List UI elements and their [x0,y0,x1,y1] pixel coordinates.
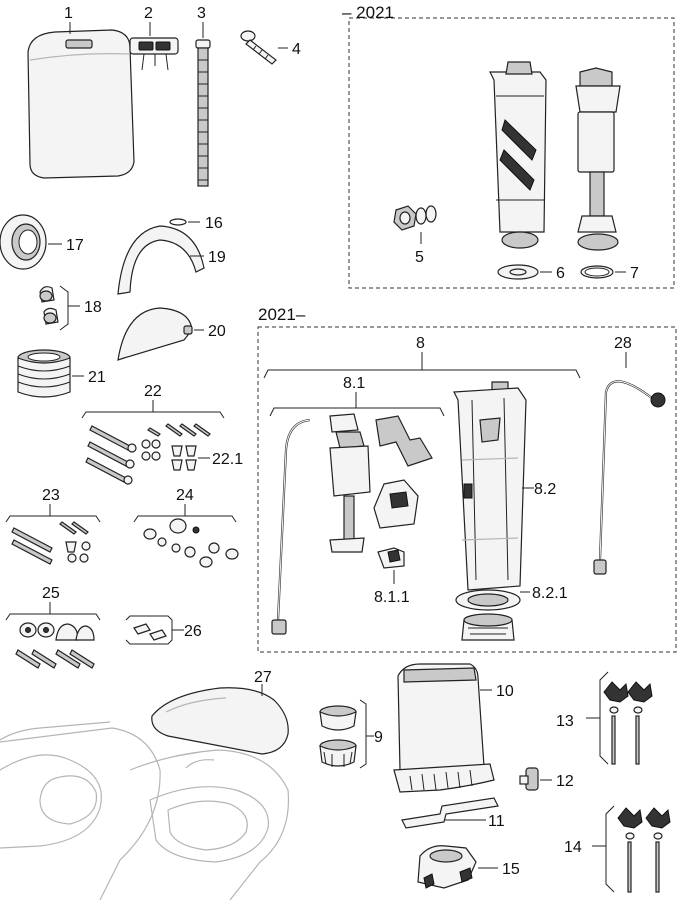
part-21-bellows-seal[interactable] [17,349,71,398]
label-8-1-1: 8.1.1 [374,589,410,606]
part-8-1-1-float-part[interactable] [377,547,405,569]
part-6-flat-seal[interactable] [497,264,539,280]
part-14-fixing-set[interactable] [617,807,671,893]
part-8-1-fill-hose[interactable] [271,418,311,635]
part-8-2-1-valve-base[interactable] [455,589,521,641]
part-7-o-ring[interactable] [580,265,614,279]
part-18-plugs[interactable] [39,286,59,325]
label-24: 24 [176,487,194,504]
part-12-angle-valve[interactable] [519,767,539,791]
label-22-1: 22.1 [212,451,243,468]
label-16: 16 [205,215,223,232]
part-24-fixing-set[interactable] [143,518,239,568]
part-old-flush-valve[interactable] [489,61,547,249]
part-1-cistern[interactable] [27,29,135,179]
label-25: 25 [42,585,60,602]
section-box-pre-2021 [348,17,675,289]
label-8-1: 8.1 [343,375,365,392]
label-12: 12 [556,773,574,790]
part-26-spacers[interactable] [133,623,167,641]
label-18: 18 [84,299,102,316]
part-15-valve-base[interactable] [417,845,477,889]
section-box-post-2021 [257,326,677,653]
part-5-nut-washers[interactable] [393,205,437,231]
part-10-inner-cistern[interactable] [393,663,495,793]
part-8-2-flush-valve[interactable] [453,381,527,591]
part-13-fixing-set[interactable] [603,681,653,765]
part-17-seal-ring[interactable] [0,214,47,270]
part-27-toilet-seat[interactable] [151,687,289,755]
label-27: 27 [254,669,272,686]
label-8-2: 8.2 [534,481,556,498]
label-14: 14 [564,839,582,856]
part-old-fill-valve[interactable] [575,67,621,251]
label-11: 11 [488,813,505,830]
label-4: 4 [292,41,301,58]
label-7: 7 [630,265,639,282]
label-9: 9 [374,729,383,746]
label-5: 5 [415,249,424,266]
part-19-cover-cap[interactable] [117,225,205,295]
label-15: 15 [502,861,520,878]
label-8: 8 [416,335,425,352]
label-22: 22 [144,383,162,400]
label-17: 17 [66,237,84,254]
section-label-pre-2021: – 2021 [342,3,394,22]
label-23: 23 [42,487,60,504]
label-6: 6 [556,265,565,282]
section-label-post-2021: 2021– [258,305,306,324]
label-3: 3 [197,5,206,22]
label-1: 1 [64,5,73,22]
part-8-1-fill-valve[interactable] [329,413,433,553]
part-16-small-o-ring[interactable] [169,218,187,226]
part-2-flush-button[interactable] [129,37,179,71]
wc-pan-outline [0,721,290,900]
label-10: 10 [496,683,514,700]
label-28: 28 [614,335,632,352]
label-21: 21 [88,369,106,386]
label-20: 20 [208,323,226,340]
part-23-fixing-set[interactable] [11,521,91,565]
label-13: 13 [556,713,574,730]
part-9-valve-seats[interactable] [319,705,357,767]
label-2: 2 [144,5,153,22]
part-28-connection-hose[interactable] [593,380,666,575]
part-3-actuation-rod[interactable] [195,39,211,187]
label-19: 19 [208,249,226,266]
part-11-lever[interactable] [401,797,499,829]
part-4-fixing-screw[interactable] [240,30,277,65]
part-25-fixing-set[interactable] [15,622,95,669]
part-20-lid[interactable] [117,307,193,361]
label-8-2-1: 8.2.1 [532,585,568,602]
label-26: 26 [184,623,202,640]
part-22-fixing-screws[interactable] [85,423,211,485]
